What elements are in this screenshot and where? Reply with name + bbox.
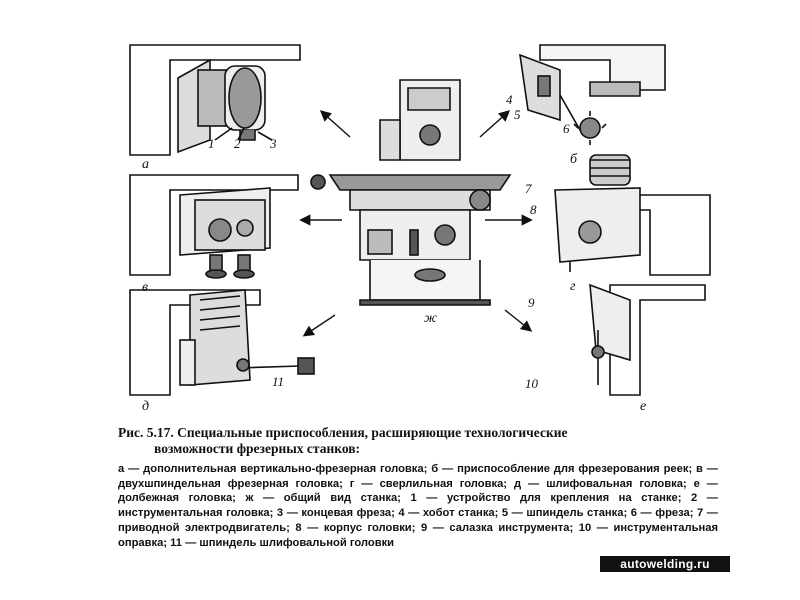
panel-label-d: д — [142, 399, 149, 414]
watermark: autowelding.ru — [600, 556, 730, 572]
legend-text: а — дополнительная вертикально-фрезерная… — [118, 463, 718, 549]
caption-line-2: возможности фрезерных станков: — [154, 441, 361, 456]
part-number-9: 9 — [528, 295, 535, 310]
panel-label-e: е — [640, 399, 646, 414]
direction-arrows — [299, 110, 533, 337]
part-number-6: 6 — [563, 121, 570, 136]
part-number-4: 4 — [506, 92, 513, 107]
panel-label-a: а — [142, 157, 149, 172]
panel-zh-drawing — [310, 79, 512, 306]
panel-e-drawing — [589, 283, 706, 396]
panel-b-drawing — [519, 44, 666, 145]
caption-line-1: Рис. 5.17. Специальные приспособления, р… — [118, 425, 568, 440]
part-number-3: 3 — [269, 136, 277, 151]
part-number-2: 2 — [234, 136, 241, 151]
part-number-5: 5 — [514, 107, 521, 122]
panel-label-b: б — [570, 152, 578, 167]
panel-a-drawing — [129, 44, 301, 156]
panel-label-v: в — [142, 280, 148, 295]
part-number-8: 8 — [530, 202, 537, 217]
panel-g-drawing — [554, 154, 711, 276]
part-number-7: 7 — [525, 181, 532, 196]
part-number-10: 10 — [525, 376, 539, 391]
figure-caption: Рис. 5.17. Специальные приспособления, р… — [118, 425, 718, 457]
panel-label-g: г — [570, 279, 576, 294]
figure-illustration: 1 2 3 4 5 6 7 8 9 10 11 а б в г д е ж — [129, 44, 711, 414]
part-number-1: 1 — [208, 136, 215, 151]
part-number-11: 11 — [272, 374, 284, 389]
panel-label-zh: ж — [424, 311, 437, 326]
figure-legend: а — дополнительная вертикально-фрезерная… — [118, 462, 718, 550]
panel-d-drawing — [129, 289, 315, 396]
panel-v-drawing — [129, 174, 299, 279]
